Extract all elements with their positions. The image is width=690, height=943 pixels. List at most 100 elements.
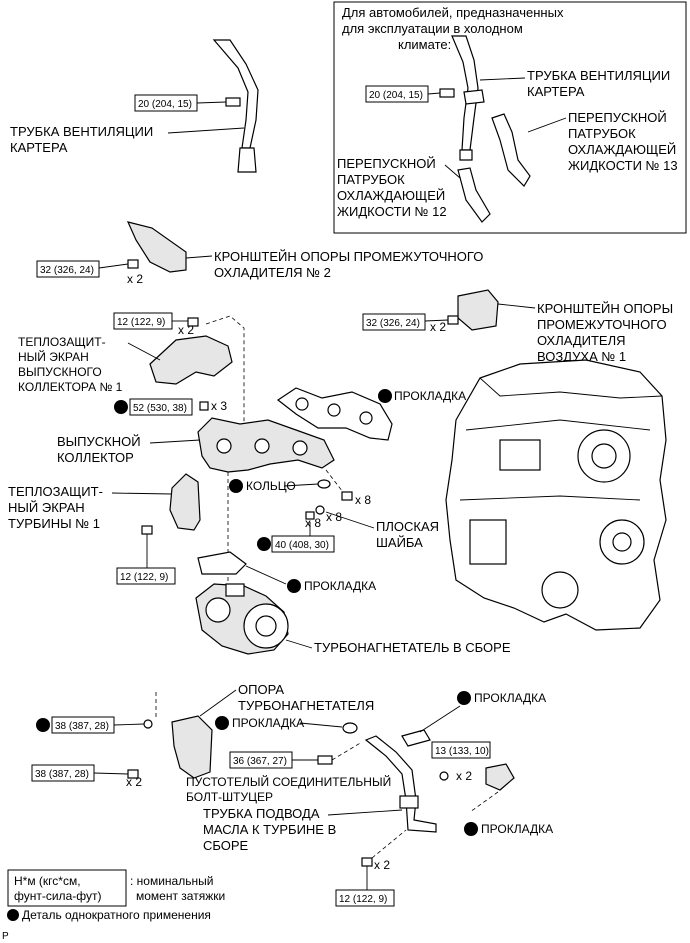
bracket-2-torque-value: 32 (326, 24) [40, 265, 94, 276]
union-bolt-group: ПРОКЛАДКА 36 (367, 27) ПУСТОТЕЛЫЙ СОЕДИН… [186, 716, 391, 804]
turbocharger-group: ТУРБОНАГНЕТАТЕЛЬ В СБОРЕ [195, 583, 511, 655]
inset-bypass13-label-3: ОХЛАЖДАЮЩЕЙ [568, 142, 676, 157]
inset-bolt [439, 88, 455, 98]
insulator-dash-path [205, 315, 245, 440]
turbo-gasket-leader [245, 565, 287, 585]
bracket-1-bolt [447, 315, 459, 325]
inset-torque-value: 20 (204, 15) [369, 90, 423, 101]
turbo-gasket-group: ПРОКЛАДКА [197, 551, 376, 593]
inset-bypass12-label-2: ПАТРУБОК [337, 172, 405, 187]
legend-non-reusable-label: Деталь однократного применения [22, 908, 211, 922]
pcv-hose-group: 20 (204, 15) ТРУБКА ВЕНТИЛЯЦИИ КАРТЕРА [10, 39, 259, 173]
legend-units-line-2: фунт-сила-фут) [14, 889, 101, 903]
oil-upper-gasket-leader [419, 705, 461, 733]
washer-label-2: ШАЙБА [376, 535, 423, 550]
bracket-1-label-3: ОХЛАДИТЕЛЯ [537, 333, 626, 348]
union-bolt [317, 755, 333, 765]
stay-torque-leader-a [113, 723, 145, 726]
manifold-bolt [199, 401, 209, 411]
bracket-2-bolt [127, 259, 139, 269]
inset-bypass12-label-3: ОХЛАЖДАЮЩЕЙ [337, 188, 445, 203]
stay-bolt-upper [143, 719, 153, 729]
turbo-label-leader [285, 639, 313, 649]
oil-lower-gasket-dash [469, 791, 499, 813]
bracket-1-torque-leader [424, 319, 449, 322]
nut-qty-c: x 8 [305, 516, 321, 530]
inset-pcv-leader [479, 77, 526, 81]
engine-block-line [459, 495, 641, 501]
non-reusable-mark-stay [36, 718, 50, 732]
legend: Н*м (кгс*см, фунт-сила-фут) : номинальны… [2, 869, 225, 942]
stay-torque-value-a: 38 (387, 28) [55, 721, 109, 732]
manifold-nut [305, 511, 315, 520]
pcv-bolt [225, 97, 241, 107]
inset-bypass13-label-1: ПЕРЕПУСКНОЙ [568, 110, 667, 125]
stud-nut [341, 491, 353, 501]
stay-label-2: ТУРБОНАГНЕТАТЕЛЯ [238, 698, 374, 713]
manifold-gasket-label: ПРОКЛАДКА [394, 389, 466, 403]
engine-pulley-upper-hub [591, 443, 617, 469]
manifold-heat-insulator-group: 12 (122, 9) x 2 ТЕПЛОЗАЩИТ- НЫЙ ЭКРАН ВЫ… [18, 312, 245, 440]
oil-pipe-qty-b: x 2 [374, 858, 390, 872]
insulator-qty: x 2 [178, 323, 194, 337]
pcv-label-1: ТРУБКА ВЕНТИЛЯЦИИ [10, 124, 153, 139]
manifold-port-2 [254, 438, 270, 454]
oil-pipe-label-2: МАСЛА К ТУРБИНЕ В [203, 822, 336, 837]
union-label-2: БОЛТ-ШТУЦЕР [186, 790, 273, 804]
turbo-heat-insulator-group: ТЕПЛОЗАЩИТ- НЫЙ ЭКРАН ТУРБИНЫ № 1 12 (12… [8, 472, 229, 596]
bracket-1-label-leader [497, 303, 536, 309]
turbo-insulator-label-leader [111, 492, 173, 495]
manifold-torque-box [129, 398, 193, 416]
bracket-2-label-leader [185, 255, 213, 259]
union-torque-value: 36 (367, 27) [233, 756, 287, 767]
cold-climate-inset: Для автомобилей, предназначенных для экс… [333, 1, 687, 234]
insulator-label-4: КОЛЛЕКТОРА № 1 [18, 380, 123, 394]
non-reusable-mark-stay-gasket [215, 716, 229, 730]
insulator-label-leader [127, 342, 161, 361]
non-reusable-mark-turbo-gasket [287, 579, 301, 593]
page-mark: P [2, 931, 9, 942]
oil-pipe-bolt [361, 857, 373, 867]
bracket-1-torque-box [362, 313, 426, 331]
ring-label: КОЛЬЦО [246, 479, 296, 493]
legend-units-box [7, 869, 127, 907]
pcv-torque-leader [196, 101, 227, 104]
inset-bypass12-label-4: ЖИДКОСТИ № 12 [337, 204, 447, 219]
turbo-insulator-torque-box [116, 567, 176, 585]
intercooler-bracket-1-group: 32 (326, 24) x 2 КРОНШТЕЙН ОПОРЫ ПРОМЕЖУ… [362, 289, 673, 364]
stay-gasket-leader [299, 722, 343, 728]
oil-pipe-torque-box-b [335, 889, 395, 907]
manifold-qty: x 3 [211, 399, 227, 413]
bracket-2-label-2: ОХЛАДИТЕЛЯ № 2 [214, 265, 331, 280]
manifold-port-1 [216, 438, 232, 454]
exhaust-manifold-group: 52 (530, 38) x 3 ВЫПУСКНОЙ КОЛЛЕКТОР [57, 398, 347, 497]
oil-pipe-torque-value-a: 13 (133, 10) [435, 746, 489, 757]
inset-hose-clamp [463, 89, 485, 105]
inset-bypass12-label-1: ПЕРЕПУСКНОЙ [337, 156, 436, 171]
inset-pcv-label-2: КАРТЕРА [527, 84, 585, 99]
insulator-bolt [187, 317, 199, 327]
bracket-1-label-4: ВОЗДУХА № 1 [537, 349, 626, 364]
turbo-stay-group: 38 (387, 28) 38 (387, 28) x 2 ОПОРА ТУРБ… [31, 682, 374, 789]
pcv-label-2: КАРТЕРА [10, 140, 68, 155]
oil-upper-gasket-label: ПРОКЛАДКА [474, 691, 546, 705]
nut-qty-a: x 8 [355, 493, 371, 507]
oil-pipe-torque-box-a [431, 741, 491, 759]
turbo-flange [225, 583, 245, 597]
insulator-torque-value: 12 (122, 9) [117, 317, 165, 328]
engine-port-block [499, 439, 541, 471]
manifold-label-1: ВЫПУСКНОЙ [57, 434, 141, 449]
oil-pipe-group: ПРОКЛАДКА 13 (133, 10) x 2 ПРОКЛАДКА ТРУ… [203, 691, 553, 907]
union-gasket [342, 722, 358, 734]
bracket-1-qty: x 2 [430, 320, 446, 334]
ring-part [317, 479, 331, 489]
oil-pipe-label-leader [327, 809, 403, 816]
turbo-insulator-label-3: ТУРБИНЫ № 1 [8, 516, 100, 531]
engine-pulley-lower-hub [612, 532, 632, 552]
engine-side-cover [469, 519, 507, 565]
manifold-gasket-group: ПРОКЛАДКА [276, 387, 466, 441]
nut-torque-box [271, 535, 335, 553]
intercooler-bracket-2 [126, 221, 187, 273]
flat-washer [315, 505, 325, 515]
nut-torque-value: 40 (408, 30) [275, 540, 329, 551]
